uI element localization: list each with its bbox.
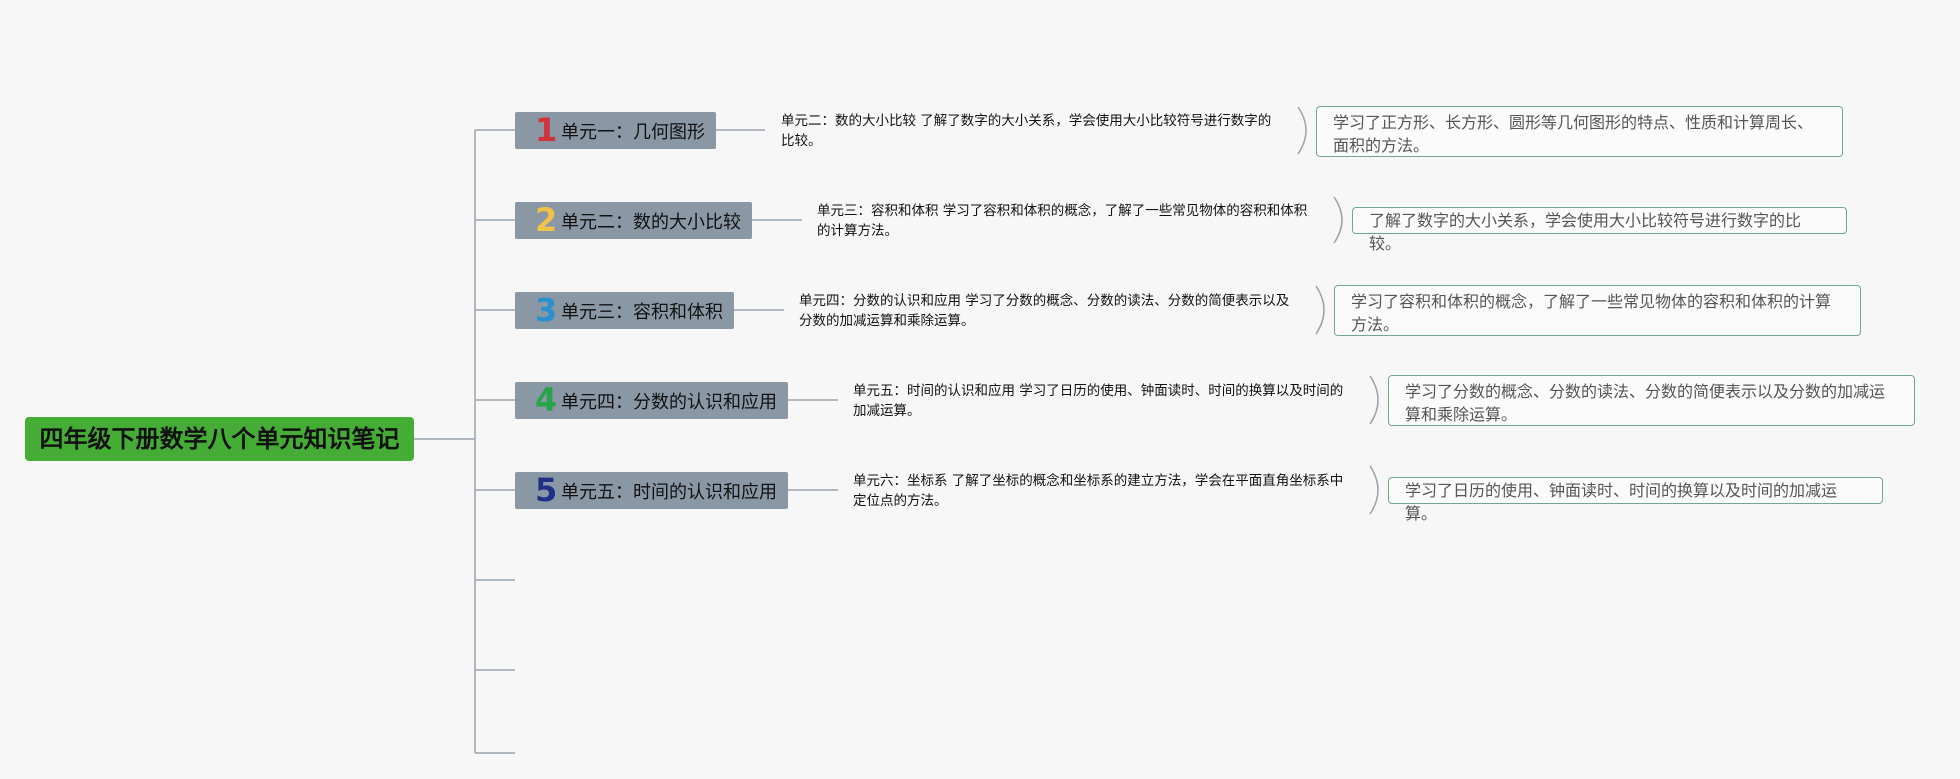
brace-3: [1315, 285, 1325, 335]
unit-4-detail[interactable]: 单元五：时间的认识和应用 学习了日历的使用、钟面读时、时间的换算以及时间的加减运…: [853, 383, 1344, 419]
unit-2-detail[interactable]: 单元三：容积和体积 学习了容积和体积的概念，了解了一些常见物体的容积和体积的计算…: [817, 203, 1308, 239]
number-1-icon: 1: [535, 111, 558, 149]
unit-1-note[interactable]: 学习了正方形、长方形、圆形等几何图形的特点、性质和计算周长、面积的方法。: [1316, 106, 1843, 157]
number-4-icon: 4: [535, 381, 558, 419]
number-5-icon: 5: [535, 471, 558, 509]
brace-2: [1333, 196, 1343, 244]
unit-3-detail[interactable]: 单元四：分数的认识和应用 学习了分数的概念、分数的读法、分数的简便表示以及分数的…: [799, 293, 1290, 329]
number-2-icon: 2: [535, 201, 558, 239]
unit-4-topic[interactable]: 4 单元四：分数的认识和应用: [515, 382, 788, 419]
unit-3-label: 单元三：容积和体积: [561, 301, 723, 323]
unit-4-label: 单元四：分数的认识和应用: [561, 391, 777, 413]
unit-1-detail[interactable]: 单元二：数的大小比较 了解了数字的大小关系，学会使用大小比较符号进行数字的比较。: [781, 113, 1272, 149]
number-3-icon: 3: [535, 291, 558, 329]
root-topic[interactable]: 四年级下册数学八个单元知识笔记: [25, 417, 414, 461]
unit-3-note[interactable]: 学习了容积和体积的概念，了解了一些常见物体的容积和体积的计算方法。: [1334, 285, 1861, 336]
unit-5-label: 单元五：时间的认识和应用: [561, 481, 777, 503]
unit-2-note[interactable]: 了解了数字的大小关系，学会使用大小比较符号进行数字的比较。: [1352, 207, 1847, 253]
unit-5-topic[interactable]: 5 单元五：时间的认识和应用: [515, 472, 788, 509]
unit-3-topic[interactable]: 3 单元三：容积和体积: [515, 292, 734, 329]
unit-2-topic[interactable]: 2 单元二：数的大小比较: [515, 202, 752, 239]
unit-1-topic[interactable]: 1 单元一：几何图形: [515, 112, 716, 149]
unit-2-label: 单元二：数的大小比较: [561, 211, 741, 233]
unit-1-label: 单元一：几何图形: [561, 121, 705, 143]
unit-4-note[interactable]: 学习了分数的概念、分数的读法、分数的简便表示以及分数的加减运算和乘除运算。: [1388, 375, 1915, 426]
unit-5-detail[interactable]: 单元六：坐标系 了解了坐标的概念和坐标系的建立方法，学会在平面直角坐标系中定位点…: [853, 473, 1344, 509]
brace-1: [1297, 106, 1307, 155]
brace-4: [1369, 375, 1379, 425]
brace-5: [1369, 465, 1379, 515]
unit-5-note[interactable]: 学习了日历的使用、钟面读时、时间的换算以及时间的加减运算。: [1388, 477, 1883, 523]
